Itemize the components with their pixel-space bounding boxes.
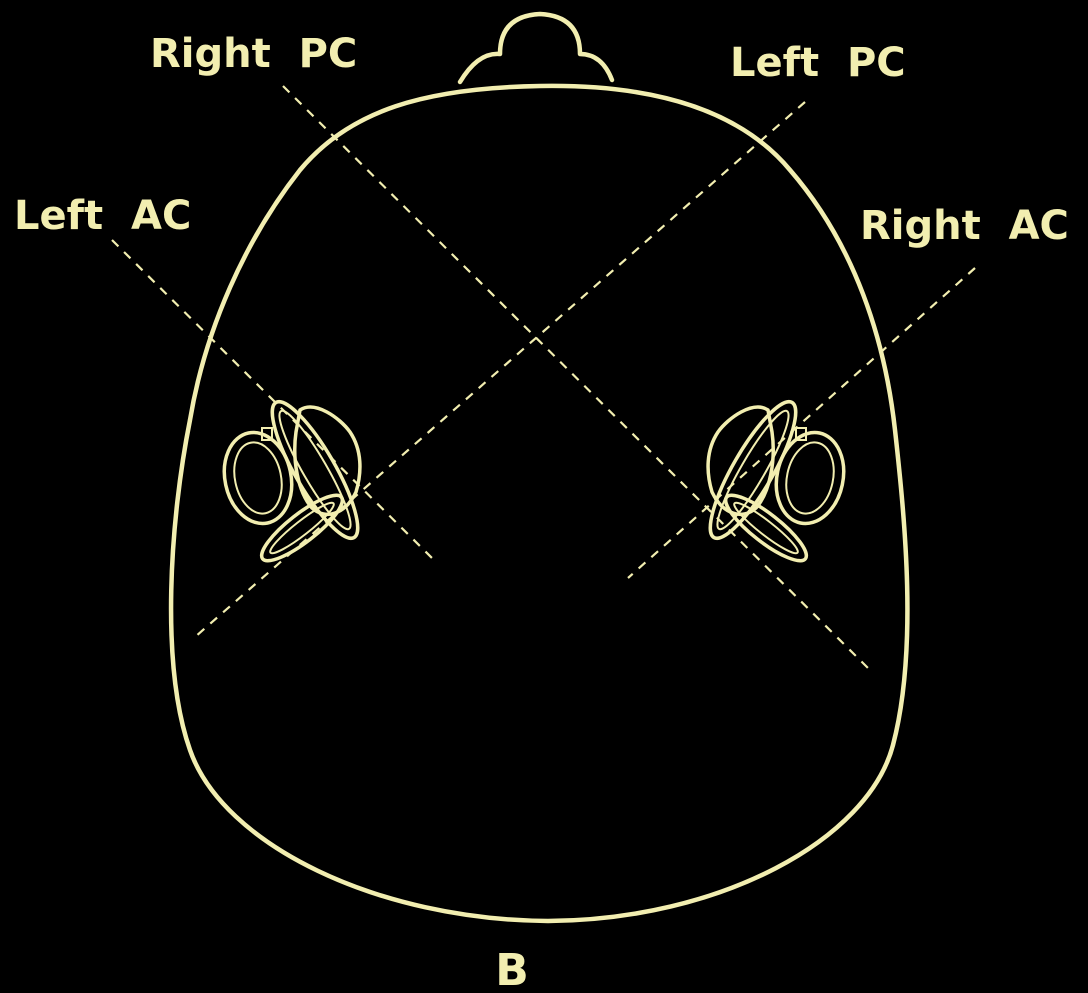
right-ac-line: [628, 268, 975, 578]
left-anterior-canal-inner: [228, 438, 288, 518]
nose-outline: [460, 14, 612, 82]
right-pc-line: [283, 86, 872, 672]
left-lateral-canal-inner: [266, 498, 338, 558]
left-inner-ear: [216, 392, 371, 569]
right-lateral-canal-inner: [730, 498, 802, 558]
left-posterior-canal: [259, 392, 372, 547]
right-ac-label: Right AC: [860, 203, 1069, 249]
left-ac-label: Left AC: [14, 193, 191, 239]
panel-letter: B: [495, 945, 529, 993]
skull-outline: [171, 86, 907, 921]
right-anterior-canal-inner: [780, 438, 840, 518]
left-pc-line: [195, 102, 805, 637]
right-posterior-canal: [697, 392, 810, 547]
left-pc-label: Left PC: [730, 40, 906, 86]
right-pc-label: Right PC: [150, 31, 357, 77]
right-inner-ear: [697, 392, 852, 569]
